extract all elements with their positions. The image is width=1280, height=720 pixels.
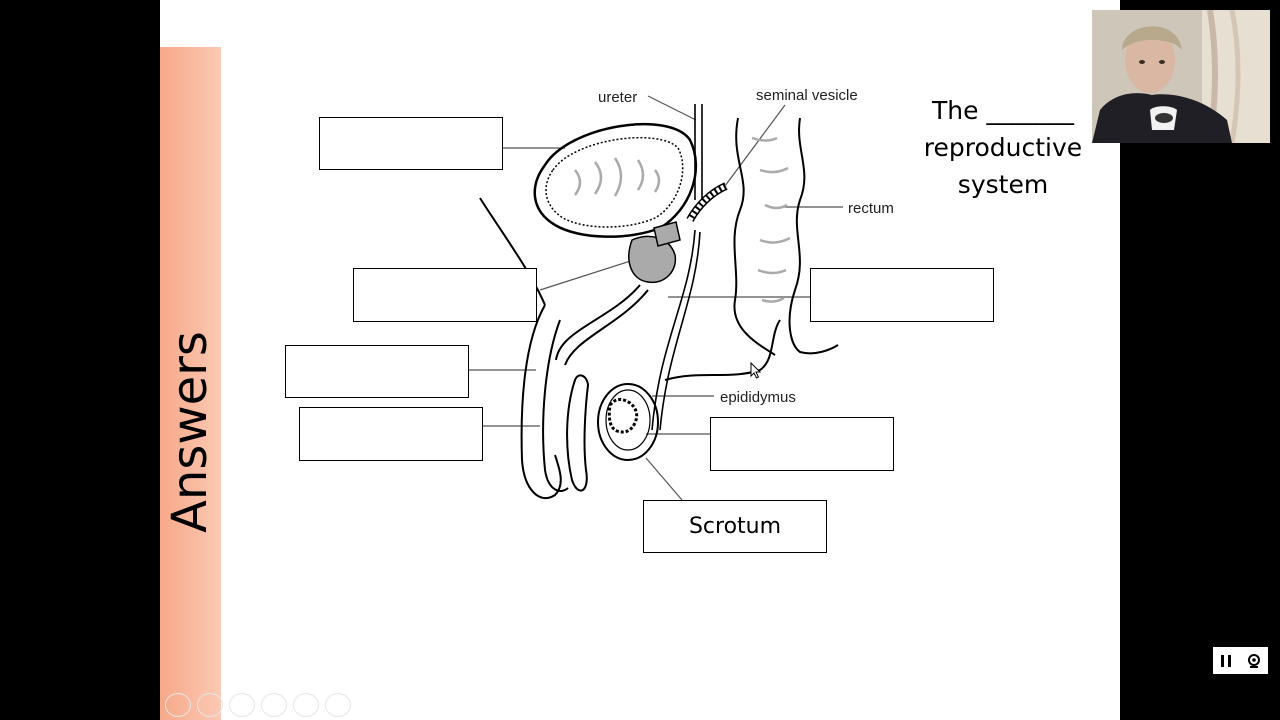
seminal-vesicle-label: seminal vesicle xyxy=(756,87,858,104)
mouse-cursor-icon xyxy=(750,362,762,380)
zoom-icon[interactable] xyxy=(293,693,319,717)
heading-line: system xyxy=(918,166,1088,203)
webcam-overlay xyxy=(1092,10,1270,143)
presenter-video xyxy=(1092,10,1270,143)
more-icon[interactable] xyxy=(325,693,351,717)
rectum-label: rectum xyxy=(848,200,894,217)
heading-line: reproductive xyxy=(918,129,1088,166)
pen-icon[interactable] xyxy=(229,693,255,717)
webcam-controls xyxy=(1213,647,1268,674)
answer-box[interactable] xyxy=(319,117,503,170)
pause-icon[interactable] xyxy=(1219,653,1233,669)
scrotum-answer-box[interactable]: Scrotum xyxy=(643,500,827,553)
answer-box[interactable] xyxy=(710,417,894,471)
answer-box[interactable] xyxy=(810,268,994,322)
webcam-icon[interactable] xyxy=(1246,653,1262,669)
ureter-label: ureter xyxy=(598,89,637,106)
answer-box[interactable] xyxy=(353,268,537,322)
next-icon[interactable] xyxy=(197,693,223,717)
answer-box[interactable] xyxy=(285,345,469,398)
previous-icon[interactable] xyxy=(165,693,191,717)
slide-heading: The _______ reproductive system xyxy=(918,92,1088,203)
slide: Answers xyxy=(160,0,1120,720)
slides-icon[interactable] xyxy=(261,693,287,717)
epididymus-label: epididymus xyxy=(720,389,796,406)
heading-line: The _______ xyxy=(918,92,1088,129)
slideshow-toolbar xyxy=(165,693,351,717)
answer-box[interactable] xyxy=(299,407,483,461)
